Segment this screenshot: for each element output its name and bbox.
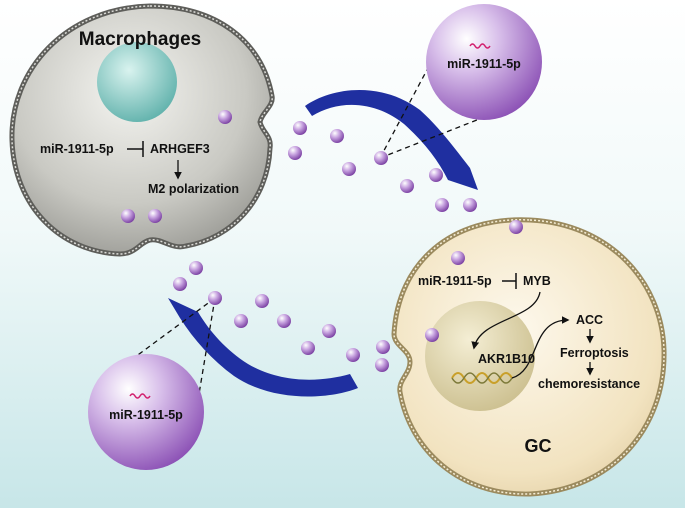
vesicle bbox=[288, 146, 302, 160]
exosome-top: miR-1911-5p bbox=[379, 4, 542, 159]
macrophage-title: Macrophages bbox=[79, 29, 201, 50]
macrophage-cell: Macrophages miR-1911-5p ARHGEF3 M2 polar… bbox=[9, 3, 275, 257]
exosome-top-sphere bbox=[426, 4, 542, 120]
vesicle bbox=[451, 251, 465, 265]
vesicle bbox=[376, 340, 390, 354]
macrophage-outcome-label: M2 polarization bbox=[148, 182, 239, 196]
vesicle bbox=[208, 291, 222, 305]
vesicle bbox=[173, 277, 187, 291]
vesicle bbox=[255, 294, 269, 308]
vesicle bbox=[148, 209, 162, 223]
gc-title: GC bbox=[525, 436, 552, 456]
vesicle bbox=[189, 261, 203, 275]
macrophage-target-label: ARHGEF3 bbox=[150, 142, 210, 156]
callout-line bbox=[195, 297, 216, 413]
macrophage-mirna-label: miR-1911-5p bbox=[40, 142, 114, 156]
vesicle bbox=[234, 314, 248, 328]
vesicle bbox=[293, 121, 307, 135]
arrow-myb-to-akr1b10 bbox=[471, 291, 541, 350]
gc-cell: miR-1911-5p MYB AKR1B10 ACC Ferroptosis … bbox=[391, 217, 667, 497]
transfer-arrow-gc-to-macrophage bbox=[168, 298, 358, 397]
dna-helix-icon bbox=[451, 372, 513, 384]
exosome-top-label: miR-1911-5p bbox=[447, 57, 521, 71]
vesicle bbox=[322, 324, 336, 338]
vesicle bbox=[435, 198, 449, 212]
vesicle bbox=[277, 314, 291, 328]
vesicle bbox=[400, 179, 414, 193]
gc-pathway-chemoresistance: chemoresistance bbox=[538, 377, 640, 391]
vesicle bbox=[218, 110, 232, 124]
vesicle bbox=[375, 358, 389, 372]
vesicle bbox=[425, 328, 439, 342]
gc-target-label: MYB bbox=[523, 274, 551, 288]
vesicle bbox=[463, 198, 477, 212]
exosome-bottom-sphere bbox=[88, 354, 204, 470]
vesicle bbox=[342, 162, 356, 176]
vesicle bbox=[429, 168, 443, 182]
vesicle bbox=[374, 151, 388, 165]
gc-pathway-acc: ACC bbox=[576, 313, 603, 327]
free-vesicles bbox=[173, 110, 523, 372]
mirna-wave-icon bbox=[129, 393, 151, 399]
callout-line bbox=[379, 67, 429, 159]
exosome-bottom-label: miR-1911-5p bbox=[109, 408, 183, 422]
arrow-to-acc bbox=[511, 316, 570, 379]
vesicle bbox=[301, 341, 315, 355]
dna-helix-icon-strand2 bbox=[451, 372, 513, 384]
transfer-arrow-macrophage-to-gc bbox=[305, 89, 478, 190]
gc-membrane-inner bbox=[393, 219, 665, 495]
vesicle bbox=[121, 209, 135, 223]
macrophage-nucleus bbox=[97, 42, 177, 122]
vesicle bbox=[346, 348, 360, 362]
vesicle bbox=[330, 129, 344, 143]
mirna-wave-icon bbox=[469, 43, 491, 49]
gc-pathway-ferroptosis: Ferroptosis bbox=[560, 346, 629, 360]
macrophage-membrane-inner bbox=[11, 5, 273, 255]
exosome-bottom: miR-1911-5p bbox=[88, 297, 216, 470]
vesicle bbox=[509, 220, 523, 234]
gc-mirna-label: miR-1911-5p bbox=[418, 274, 492, 288]
gc-gene-label: AKR1B10 bbox=[478, 352, 535, 366]
callout-line bbox=[379, 117, 483, 159]
gc-nucleus bbox=[425, 301, 535, 411]
